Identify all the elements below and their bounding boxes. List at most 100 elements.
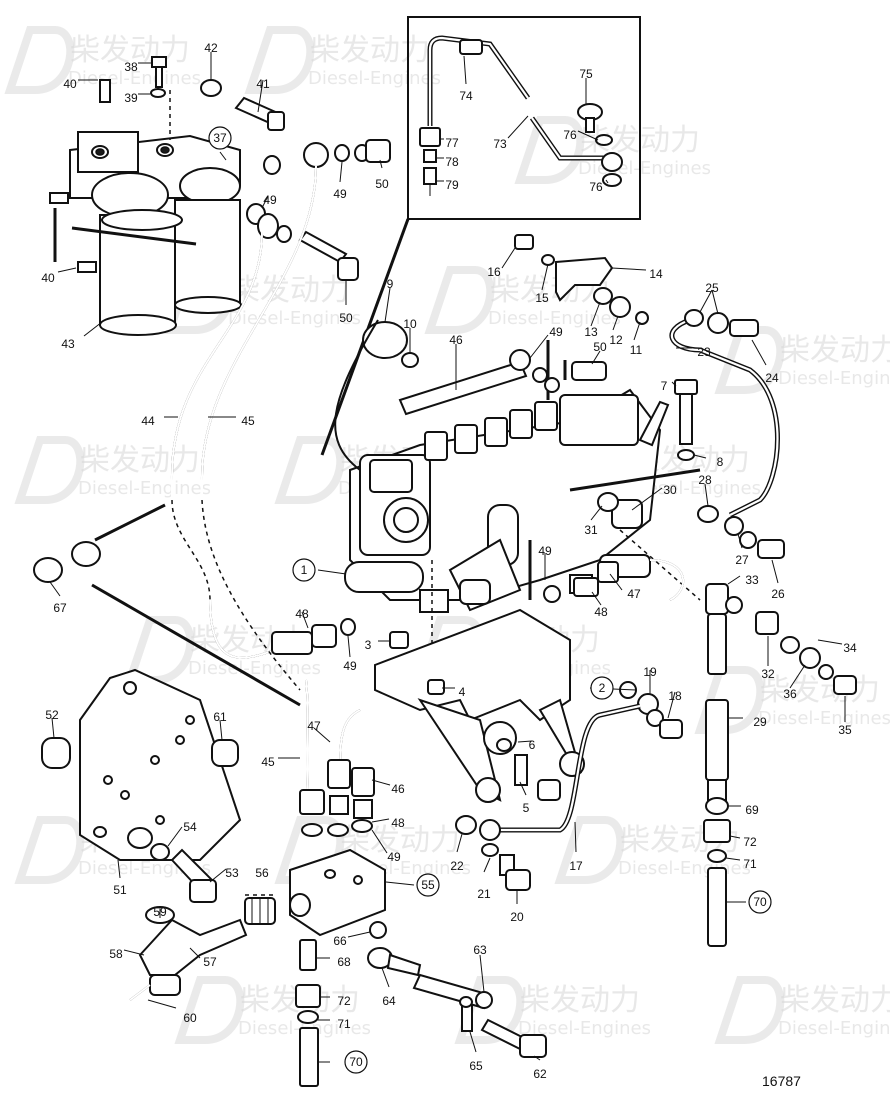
pump-delivery-valves	[424, 401, 558, 461]
callout-circle	[748, 890, 772, 914]
callout-47: 47	[307, 719, 321, 733]
watermark-logo-icon	[694, 666, 765, 734]
callout-49: 49	[549, 325, 563, 339]
callout-61: 61	[213, 710, 227, 724]
fuel-pipe-23	[669, 309, 785, 559]
callout-34: 34	[843, 641, 857, 655]
callout-48: 48	[391, 816, 405, 830]
watermark-logo-icon	[244, 26, 315, 94]
callout-2: 2	[599, 681, 606, 695]
callout-11: 11	[630, 343, 643, 357]
watermark-logo-icon	[14, 436, 85, 504]
callout-75: 75	[579, 67, 593, 81]
callout-7: 7	[661, 379, 668, 393]
callout-65: 65	[469, 1059, 483, 1073]
callout-54: 54	[183, 820, 197, 834]
mid-fittings	[271, 561, 619, 655]
callout-68: 68	[337, 955, 351, 969]
callout-19: 19	[643, 665, 657, 679]
bleed-valve	[129, 894, 276, 1001]
callout-44: 44	[141, 414, 155, 428]
callout-49: 49	[387, 850, 401, 864]
watermark-brand-cn: 柴发动力	[780, 333, 890, 368]
callout-73: 73	[493, 137, 507, 151]
watermark-logo-icon	[714, 976, 785, 1044]
watermark-brand-en: Diesel-Engines	[228, 308, 361, 329]
callout-9: 9	[387, 277, 394, 291]
callout-3: 3	[365, 638, 372, 652]
callout-40: 40	[63, 77, 77, 91]
callout-56: 56	[255, 866, 269, 880]
watermark-brand-cn: 柴发动力	[80, 443, 200, 478]
watermark-brand-cn: 柴发动力	[70, 33, 190, 68]
callout-49: 49	[343, 659, 357, 673]
watermark-brand-en: Diesel-Engines	[518, 1018, 651, 1039]
watermark-brand-en: Diesel-Engines	[488, 308, 621, 329]
callout-18: 18	[668, 689, 682, 703]
callout-64: 64	[382, 994, 396, 1008]
callout-53: 53	[225, 866, 239, 880]
watermark-brand-cn: 柴发动力	[230, 273, 350, 308]
callout-35: 35	[838, 723, 852, 737]
callout-40: 40	[41, 271, 55, 285]
callout-50: 50	[593, 340, 607, 354]
watermark-brand-cn: 柴发动力	[760, 673, 880, 708]
callout-63: 63	[473, 943, 487, 957]
watermark-brand-en: Diesel-Engines	[188, 658, 321, 679]
fuel-filter-assembly	[49, 56, 391, 336]
callout-42: 42	[204, 41, 218, 55]
callout-20: 20	[510, 910, 524, 924]
callout-46: 46	[391, 782, 405, 796]
callout-49: 49	[538, 544, 552, 558]
callout-49: 49	[263, 193, 277, 207]
injection-pump	[344, 340, 701, 690]
watermark-logo-icon	[454, 976, 525, 1044]
callout-60: 60	[183, 1011, 197, 1025]
fuel-hoses	[170, 165, 361, 791]
watermark-brand-en: Diesel-Engines	[778, 368, 890, 389]
callout-76: 76	[589, 180, 603, 194]
callout-leaders	[49, 52, 846, 1063]
callout-50: 50	[375, 177, 389, 191]
callout-45: 45	[261, 755, 275, 769]
callout-71: 71	[743, 857, 757, 871]
callout-58: 58	[109, 947, 123, 961]
clamp-64	[367, 921, 547, 1058]
watermark-logo-icon	[174, 976, 245, 1044]
callout-15: 15	[535, 291, 549, 305]
watermark-logo-icon	[124, 616, 195, 684]
watermark-brand-en: Diesel-Engines	[78, 478, 211, 499]
callout-51: 51	[113, 883, 127, 897]
callout-38: 38	[124, 60, 138, 74]
callout-72: 72	[337, 994, 351, 1008]
watermark-logo-icon	[554, 816, 625, 884]
callout-74: 74	[459, 89, 473, 103]
watermark-logo-icon	[714, 326, 785, 394]
callout-26: 26	[771, 587, 785, 601]
callout-55: 55	[421, 878, 435, 892]
callout-45: 45	[241, 414, 255, 428]
callout-79: 79	[445, 178, 459, 192]
callout-circle	[590, 676, 614, 700]
callout-71: 71	[337, 1017, 351, 1031]
bracket-14	[514, 234, 649, 325]
callout-76: 76	[563, 128, 577, 142]
watermark-brand-en: Diesel-Engines	[628, 478, 761, 499]
callout-46: 46	[449, 333, 463, 347]
watermark-logo-icon	[4, 26, 75, 94]
callout-27: 27	[735, 553, 749, 567]
callout-77: 77	[445, 136, 459, 150]
watermark-logo-icon	[424, 266, 495, 334]
watermark-brand-en: Diesel-Engines	[758, 708, 890, 729]
callout-48: 48	[594, 605, 608, 619]
callout-10: 10	[403, 317, 417, 331]
callout-57: 57	[203, 955, 217, 969]
watermark-brand-cn: 柴发动力	[780, 983, 890, 1018]
callout-5: 5	[523, 801, 530, 815]
callout-43: 43	[61, 337, 75, 351]
distribution-block-55	[289, 759, 386, 1087]
callout-50: 50	[339, 311, 353, 325]
callout-78: 78	[445, 155, 459, 169]
